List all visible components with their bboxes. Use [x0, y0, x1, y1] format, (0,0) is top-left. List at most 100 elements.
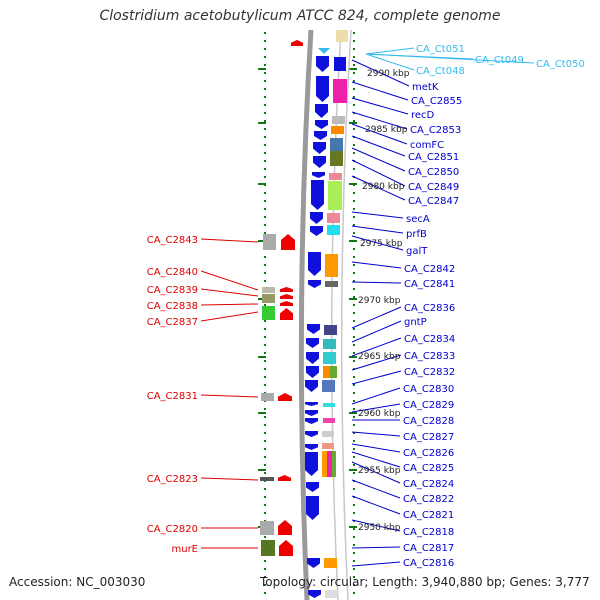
reverse-gene-label: CA_C2839 [147, 285, 198, 296]
forward-gene-arrow [310, 226, 323, 236]
scale-dot-right [353, 384, 355, 386]
forward-gene-arrow [316, 76, 329, 102]
scale-dot-right [353, 568, 355, 570]
forward-leader-line [351, 354, 402, 371]
scale-dot-left [264, 120, 266, 122]
scale-dot-right [353, 72, 355, 74]
scale-dot-left [264, 592, 266, 594]
gene-box [327, 213, 340, 223]
scale-ticks [258, 32, 357, 594]
forward-leader-line [351, 235, 404, 251]
scale-dot-left [264, 328, 266, 330]
forward-gene-arrow [308, 252, 321, 276]
forward-gene-label: prfB [406, 229, 427, 240]
scale-dot-right [353, 424, 355, 426]
gene-box [327, 225, 340, 235]
scale-tick-right [349, 526, 357, 528]
reverse-gene-arrow [278, 475, 291, 481]
forward-gene-label: CA_C2825 [403, 463, 454, 474]
reverse-gene-arrow [280, 308, 293, 320]
forward-leader-line [351, 211, 404, 219]
gene-box [263, 234, 276, 250]
scale-label: 2990 kbp [367, 69, 410, 79]
scale-dot-right [353, 88, 355, 90]
rna-gene-label: CA_Ct049 [475, 55, 524, 66]
scale-dot-left [264, 512, 266, 514]
forward-gene-arrow [306, 482, 319, 492]
scale-dot-left [264, 384, 266, 386]
scale-dot-right [353, 272, 355, 274]
reverse-leader-line [200, 311, 259, 322]
rna-leader-line [365, 53, 535, 64]
gene-box [322, 451, 327, 477]
forward-gene-label: CA_C2847 [408, 196, 459, 207]
forward-leader-line [351, 519, 401, 532]
backbone-arc [298, 29, 314, 600]
forward-gene-arrow [305, 402, 318, 406]
scale-dot-left [264, 232, 266, 234]
gene-box [325, 254, 338, 277]
scale-dot-right [353, 472, 355, 474]
forward-leader-line [351, 337, 402, 357]
forward-gene-label: CA_C2836 [404, 303, 455, 314]
gene-box [330, 151, 343, 166]
scale-tick-right [349, 183, 357, 185]
scale-dot-left [264, 408, 266, 410]
reverse-leader-line [200, 303, 259, 306]
scale-tick-right [349, 122, 357, 124]
scale-dot-left [264, 416, 266, 418]
scale-dot-left [264, 456, 266, 458]
scale-dot-right [353, 232, 355, 234]
gene-box [329, 173, 342, 180]
forward-gene-arrow [305, 380, 318, 392]
scale-dot-right [353, 216, 355, 218]
scale-dot-left [264, 168, 266, 170]
scale-dot-right [353, 592, 355, 594]
scale-dot-left [264, 104, 266, 106]
leader-lines [200, 47, 535, 567]
scale-dot-left [264, 272, 266, 274]
forward-gene-label: CA_C2829 [403, 400, 454, 411]
forward-leader-line [351, 479, 401, 499]
scale-dot-right [353, 64, 355, 66]
scale-tick-right [349, 298, 357, 300]
gene-box [327, 451, 332, 477]
reverse-gene-arrow [280, 301, 293, 306]
forward-gene-label: CA_C2827 [403, 432, 454, 443]
scale-dot-left [264, 472, 266, 474]
gene-box [260, 477, 274, 481]
scale-dot-right [353, 560, 355, 562]
scale-dot-left [264, 320, 266, 322]
gene-box [334, 57, 346, 71]
scale-label: 2980 kbp [362, 182, 405, 192]
forward-gene-label: recD [411, 110, 435, 121]
forward-gene-arrow [315, 104, 328, 118]
forward-gene-arrow [308, 590, 321, 598]
forward-gene-arrow [314, 131, 327, 140]
scale-dot-right [353, 168, 355, 170]
scale-dot-left [264, 136, 266, 138]
forward-gene-arrow [313, 156, 326, 168]
scale-dot-right [353, 464, 355, 466]
reverse-gene-arrow [280, 287, 293, 292]
scale-dot-right [353, 528, 355, 530]
gene-box [323, 352, 336, 364]
rna-gene-arrow [318, 48, 330, 54]
gene-box [322, 443, 334, 449]
scale-dot-left [264, 336, 266, 338]
reverse-gene-label: CA_C2838 [147, 301, 198, 312]
scale-dot-right [353, 552, 355, 554]
scale-dot-left [264, 200, 266, 202]
forward-gene-label: CA_C2830 [403, 384, 454, 395]
scale-dot-right [353, 320, 355, 322]
scale-dot-right [353, 376, 355, 378]
scale-dot-left [264, 40, 266, 42]
gene-box [323, 418, 335, 423]
forward-gene-label: CA_C2853 [410, 125, 461, 136]
forward-gene-arrow [305, 431, 318, 437]
forward-gene-arrow [306, 338, 319, 348]
reverse-gene-label: CA_C2823 [147, 474, 198, 485]
forward-leader-line [351, 135, 406, 157]
scale-dot-right [353, 360, 355, 362]
